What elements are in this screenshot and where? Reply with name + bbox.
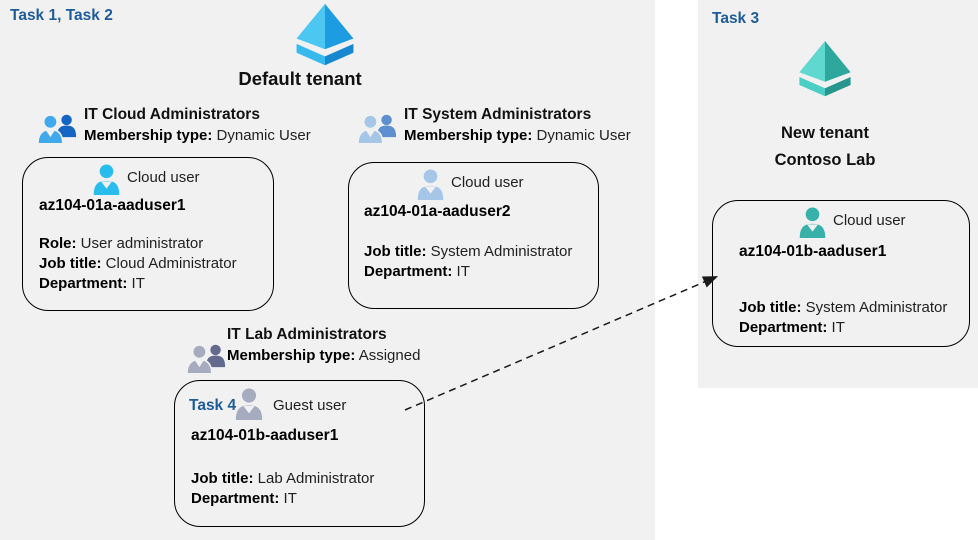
- attr-value: System Administrator: [430, 243, 573, 260]
- attr-label: Department:: [364, 263, 453, 280]
- attr-value: Cloud Administrator: [105, 255, 237, 272]
- attr-value: IT: [283, 490, 297, 507]
- group-icon-cloud-admins: [38, 114, 77, 145]
- user-card-aaduser1: Cloud user az104-01a-aaduser1 Role: User…: [22, 157, 274, 311]
- attr-job-title: Job title: Cloud Administrator: [39, 254, 237, 274]
- task-4-label: Task 4: [189, 397, 237, 414]
- cloud-user-icon: [417, 169, 444, 200]
- guest-user-icon: [235, 388, 263, 420]
- new-tenant-icon: [799, 41, 851, 97]
- group-icon-lab-admins: [187, 344, 226, 375]
- group-title: IT System Administrators: [404, 106, 592, 123]
- attr-job-title: Job title: System Administrator: [739, 298, 947, 318]
- attr-value: IT: [131, 275, 145, 292]
- attr-value: System Administrator: [805, 299, 948, 316]
- membership-label: Membership type:: [227, 347, 356, 364]
- attr-label: Job title:: [364, 243, 427, 260]
- membership-value: Assigned: [358, 347, 421, 364]
- attr-role: Role: User administrator: [39, 234, 237, 254]
- membership-value: Dynamic User: [216, 127, 311, 144]
- new-tenant-title-line2: Contoso Lab: [774, 151, 876, 169]
- membership-label: Membership type:: [404, 127, 533, 144]
- user-attributes: Role: User administrator Job title: Clou…: [39, 234, 237, 294]
- guest-user-card: Task 4 Guest user az104-01b-aaduser1 Job…: [174, 380, 425, 527]
- attr-label: Job title:: [39, 255, 102, 272]
- attr-value: IT: [831, 319, 845, 336]
- membership-type: Membership type: Assigned: [227, 347, 420, 364]
- attr-value: User administrator: [80, 235, 204, 252]
- attr-department: Department: IT: [364, 262, 572, 282]
- attr-label: Department:: [739, 319, 828, 336]
- task-3-label: Task 3: [712, 10, 760, 27]
- user-type-label: Cloud user: [833, 212, 906, 229]
- user-name: az104-01b-aaduser1: [739, 243, 887, 260]
- attr-job-title: Job title: Lab Administrator: [191, 469, 374, 489]
- group-icon-system-admins: [358, 114, 397, 145]
- attr-value: IT: [456, 263, 470, 280]
- user-card-aaduser2: Cloud user az104-01a-aaduser2 Job title:…: [348, 162, 599, 309]
- default-tenant-title: Default tenant: [238, 68, 362, 89]
- membership-label: Membership type:: [84, 127, 213, 144]
- membership-value: Dynamic User: [536, 127, 631, 144]
- attr-department: Department: IT: [191, 489, 374, 509]
- attr-label: Department:: [191, 490, 280, 507]
- default-tenant-icon: [296, 3, 354, 66]
- group-header-system-admins: IT System Administrators Membership type…: [404, 106, 631, 144]
- user-attributes: Job title: System Administrator Departme…: [739, 298, 947, 338]
- cloud-user-icon: [93, 164, 120, 195]
- attr-department: Department: IT: [739, 318, 947, 338]
- group-header-lab-admins: IT Lab Administrators Membership type: A…: [227, 326, 420, 364]
- new-tenant-panel: Task 3 New tenant Contoso Lab Cloud user…: [698, 0, 978, 388]
- cloud-user-icon: [799, 207, 826, 238]
- default-tenant-panel: Task 1, Task 2 Default tenant IT Cloud A…: [0, 0, 655, 540]
- attr-label: Job title:: [739, 299, 802, 316]
- group-header-cloud-admins: IT Cloud Administrators Membership type:…: [84, 106, 311, 144]
- attr-department: Department: IT: [39, 274, 237, 294]
- user-type-label: Guest user: [273, 397, 347, 414]
- group-title: IT Lab Administrators: [227, 326, 387, 343]
- user-type-label: Cloud user: [451, 174, 524, 191]
- membership-type: Membership type: Dynamic User: [84, 127, 311, 144]
- membership-type: Membership type: Dynamic User: [404, 127, 631, 144]
- user-attributes: Job title: Lab Administrator Department:…: [191, 469, 374, 509]
- user-attributes: Job title: System Administrator Departme…: [364, 242, 572, 282]
- attr-job-title: Job title: System Administrator: [364, 242, 572, 262]
- user-name: az104-01a-aaduser2: [364, 203, 511, 220]
- attr-label: Department:: [39, 275, 128, 292]
- user-card-new-tenant: Cloud user az104-01b-aaduser1 Job title:…: [712, 200, 970, 347]
- attr-label: Job title:: [191, 470, 254, 487]
- attr-label: Role:: [39, 235, 77, 252]
- new-tenant-title-line1: New tenant: [780, 124, 869, 142]
- user-name: az104-01a-aaduser1: [39, 197, 186, 214]
- attr-value: Lab Administrator: [257, 470, 375, 487]
- user-name: az104-01b-aaduser1: [191, 427, 339, 444]
- user-type-label: Cloud user: [127, 169, 200, 186]
- task-1-2-label: Task 1, Task 2: [10, 7, 113, 24]
- group-title: IT Cloud Administrators: [84, 106, 260, 123]
